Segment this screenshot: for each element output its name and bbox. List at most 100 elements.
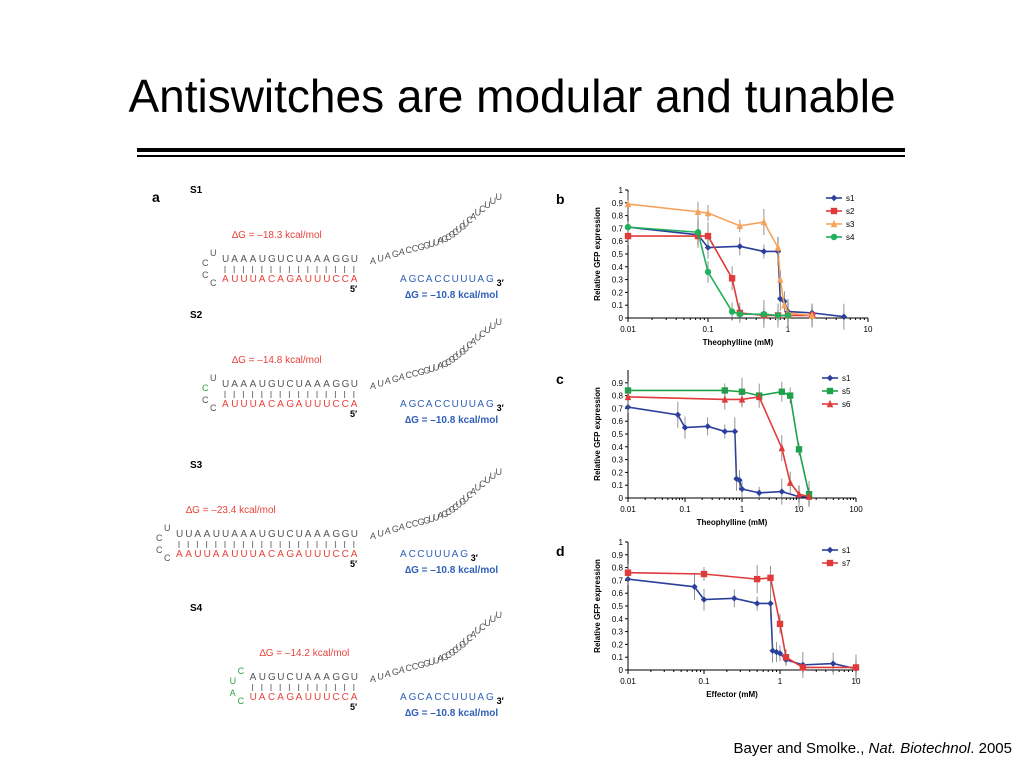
nucleotide: U — [469, 692, 476, 703]
stem-loop-nucleotide: C — [452, 227, 459, 237]
y-tick-label: 0.6 — [612, 589, 624, 598]
dg-antisense: ∆G = –14.8 kcal/mol — [232, 355, 322, 366]
stem-loop-nucleotide: A — [385, 376, 391, 386]
stem-loop-nucleotide: G — [392, 524, 399, 534]
nucleotide: U — [259, 672, 266, 683]
stem-loop-nucleotide: U — [495, 467, 502, 477]
nucleotide: A — [426, 399, 433, 410]
loop-nucleotide: C — [238, 666, 245, 676]
nucleotide: A — [240, 254, 247, 265]
series-line — [627, 395, 810, 498]
nucleotide: A — [250, 379, 257, 390]
stem-loop-nucleotide: C — [405, 520, 412, 530]
nucleotide: A — [231, 379, 238, 390]
nucleotide: U — [231, 399, 238, 410]
nucleotide: U — [305, 549, 312, 560]
stem-loop-nucleotide: G — [418, 517, 425, 527]
panel-a-label: a — [152, 189, 160, 205]
nucleotide: C — [443, 692, 450, 703]
nucleotide: G — [342, 379, 350, 390]
data-point — [799, 664, 807, 671]
nucleotide: A — [314, 254, 321, 265]
nucleotide: U — [351, 672, 358, 683]
nucleotide: C — [417, 549, 424, 560]
stem-loop-nucleotide: U — [456, 224, 463, 234]
loop-nucleotide: C — [238, 696, 245, 706]
data-point — [694, 207, 702, 215]
nucleotide: G — [286, 274, 294, 285]
stem-loop-nucleotide: G — [423, 658, 430, 668]
stem-loop-nucleotide: A — [370, 256, 376, 266]
data-point — [753, 575, 761, 583]
nucleotide: G — [342, 254, 350, 265]
nucleotide: U — [222, 379, 229, 390]
data-point — [736, 310, 744, 318]
y-tick-label: 1 — [619, 538, 624, 547]
nucleotide: U — [460, 399, 467, 410]
nucleotide: U — [296, 254, 303, 265]
panel-label: d — [556, 543, 565, 559]
data-point — [795, 446, 803, 453]
nucleotide: A — [240, 379, 247, 390]
dg-antisense: ∆G = –14.2 kcal/mol — [260, 648, 350, 659]
stem-loop-nucleotide: C — [445, 232, 452, 242]
data-point — [694, 229, 702, 236]
data-point — [721, 395, 729, 403]
nucleotide: G — [409, 399, 417, 410]
data-point — [808, 311, 816, 319]
legend-label: s4 — [846, 233, 855, 242]
nucleotide: A — [426, 274, 433, 285]
stem-loop-nucleotide: G — [459, 640, 466, 650]
stem-loop-nucleotide: U — [495, 610, 502, 620]
x-tick-label: 1 — [786, 325, 791, 334]
y-tick-label: 0.2 — [612, 640, 624, 649]
legend-label: s1 — [842, 374, 851, 383]
data-point — [736, 221, 744, 230]
nucleotide: A — [222, 274, 229, 285]
series-s4: s4 — [624, 219, 855, 329]
stem-loop-nucleotide: C — [405, 245, 412, 255]
y-tick-label: 0.7 — [612, 576, 624, 585]
nucleotide: A — [176, 549, 183, 560]
stem-loop-nucleotide: U — [484, 475, 491, 485]
y-axis-label: Relative GFP expression — [593, 559, 602, 653]
citation-year: . 2005 — [970, 740, 1012, 757]
data-point — [704, 232, 712, 240]
nucleotide: A — [477, 692, 484, 703]
nucleotide: U — [314, 399, 321, 410]
y-tick-label: 0.1 — [612, 481, 624, 490]
stem-loop-nucleotide: U — [475, 626, 482, 636]
y-tick-label: 0.2 — [612, 288, 624, 297]
stem-loop-nucleotide: U — [428, 364, 435, 374]
nucleotide: A — [259, 549, 266, 560]
nucleotide: A — [204, 529, 211, 540]
stem-loop-nucleotide: G — [418, 242, 425, 252]
nucleotide: G — [486, 692, 494, 703]
nucleotide: U — [296, 529, 303, 540]
stem-loop-nucleotide: C — [405, 370, 412, 380]
nucleotide: U — [250, 692, 257, 703]
loop-nucleotide: C — [164, 553, 171, 563]
nucleotide: A — [213, 549, 220, 560]
stem-loop-nucleotide: C — [466, 633, 473, 643]
nucleotide: G — [486, 399, 494, 410]
data-point — [826, 374, 834, 382]
nucleotide: G — [332, 529, 340, 540]
data-point — [786, 392, 794, 399]
stem-loop-nucleotide: U — [463, 343, 470, 353]
series-s6: s6 — [624, 384, 851, 504]
nucleotide: C — [332, 399, 339, 410]
series-line — [627, 571, 856, 669]
stem-loop-nucleotide: U — [456, 499, 463, 509]
data-point — [826, 387, 834, 395]
nucleotide: A — [305, 672, 312, 683]
stem-loop-nucleotide: C — [452, 502, 459, 512]
x-tick-label: 0.01 — [620, 677, 636, 686]
y-tick-label: 0.3 — [612, 456, 624, 465]
legend-label: s6 — [842, 400, 851, 409]
nucleotide: U — [259, 529, 266, 540]
stem-loop-nucleotide: U — [433, 512, 440, 522]
